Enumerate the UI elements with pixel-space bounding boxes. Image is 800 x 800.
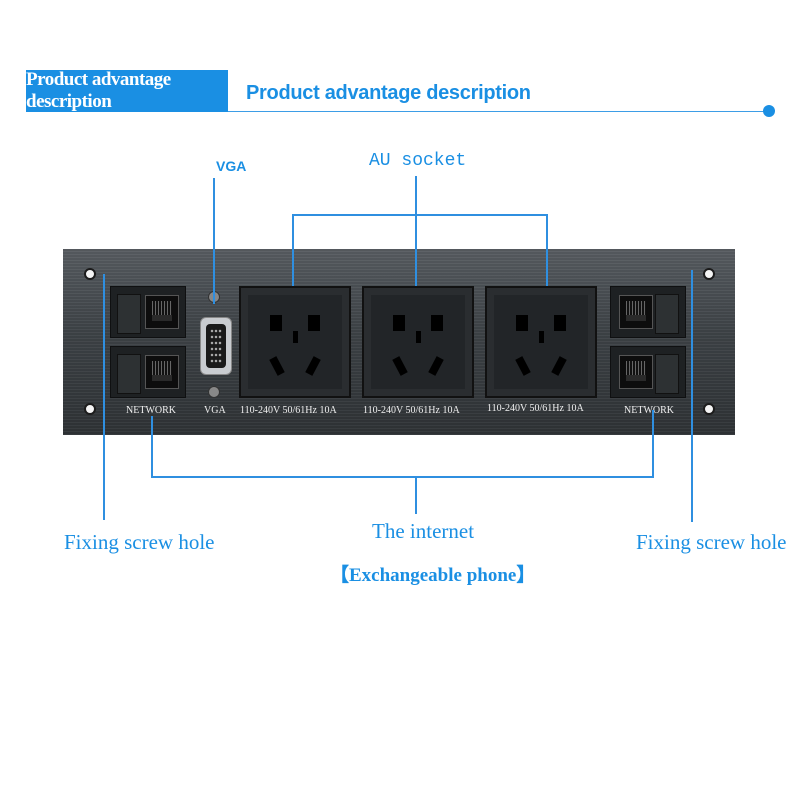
au-socket-callout: AU socket: [369, 151, 467, 171]
header-rule: [228, 111, 770, 112]
vga-leader-line: [213, 178, 215, 304]
socket-rating-2: 110-240V 50/61Hz 10A: [363, 405, 460, 416]
screw-hole-top-right: [703, 268, 715, 280]
au-bracket-right: [546, 214, 548, 286]
screw-hole-top-left: [84, 268, 96, 280]
network-port-left-bottom: [110, 346, 186, 398]
internet-leader-stem: [415, 476, 417, 514]
au-socket-2: [362, 286, 474, 398]
au-bracket-mid: [415, 214, 417, 286]
socket-rating-1: 110-240V 50/61Hz 10A: [240, 405, 337, 416]
network-port-right-top: [610, 286, 686, 338]
exchangeable-phone-label: 【Exchangeable phone】: [330, 565, 536, 586]
fixing-right-line: [691, 270, 693, 522]
network-port-right-bottom: [610, 346, 686, 398]
vga-panel-label: VGA: [204, 405, 226, 416]
header-title: Product advantage description: [246, 82, 531, 104]
au-leader-stem: [415, 176, 417, 216]
vga-screw-bottom: [208, 386, 220, 398]
fixing-screw-hole-right-label: Fixing screw hole: [636, 530, 787, 554]
au-socket-1: [239, 286, 351, 398]
network-port-left-top: [110, 286, 186, 338]
fixing-screw-hole-left-label: Fixing screw hole: [64, 530, 215, 554]
internet-bracket-left: [151, 416, 153, 478]
vga-callout: VGA: [216, 158, 247, 174]
header-dot: [763, 105, 775, 117]
internet-bracket-bar: [151, 476, 654, 478]
screw-hole-bottom-left: [84, 403, 96, 415]
au-bracket-left: [292, 214, 294, 286]
fixing-left-line: [103, 274, 105, 520]
au-socket-3: [485, 286, 597, 398]
au-bracket-bar: [292, 214, 548, 216]
network-label-right: NETWORK: [624, 405, 674, 416]
internet-bracket-right: [652, 410, 654, 478]
header-box: Product advantage description: [26, 69, 228, 112]
network-label-left: NETWORK: [126, 405, 176, 416]
screw-hole-bottom-right: [703, 403, 715, 415]
vga-port: [200, 317, 232, 375]
internet-label: The internet: [372, 519, 475, 543]
socket-rating-3: 110-240V 50/61Hz 10A: [487, 403, 584, 414]
